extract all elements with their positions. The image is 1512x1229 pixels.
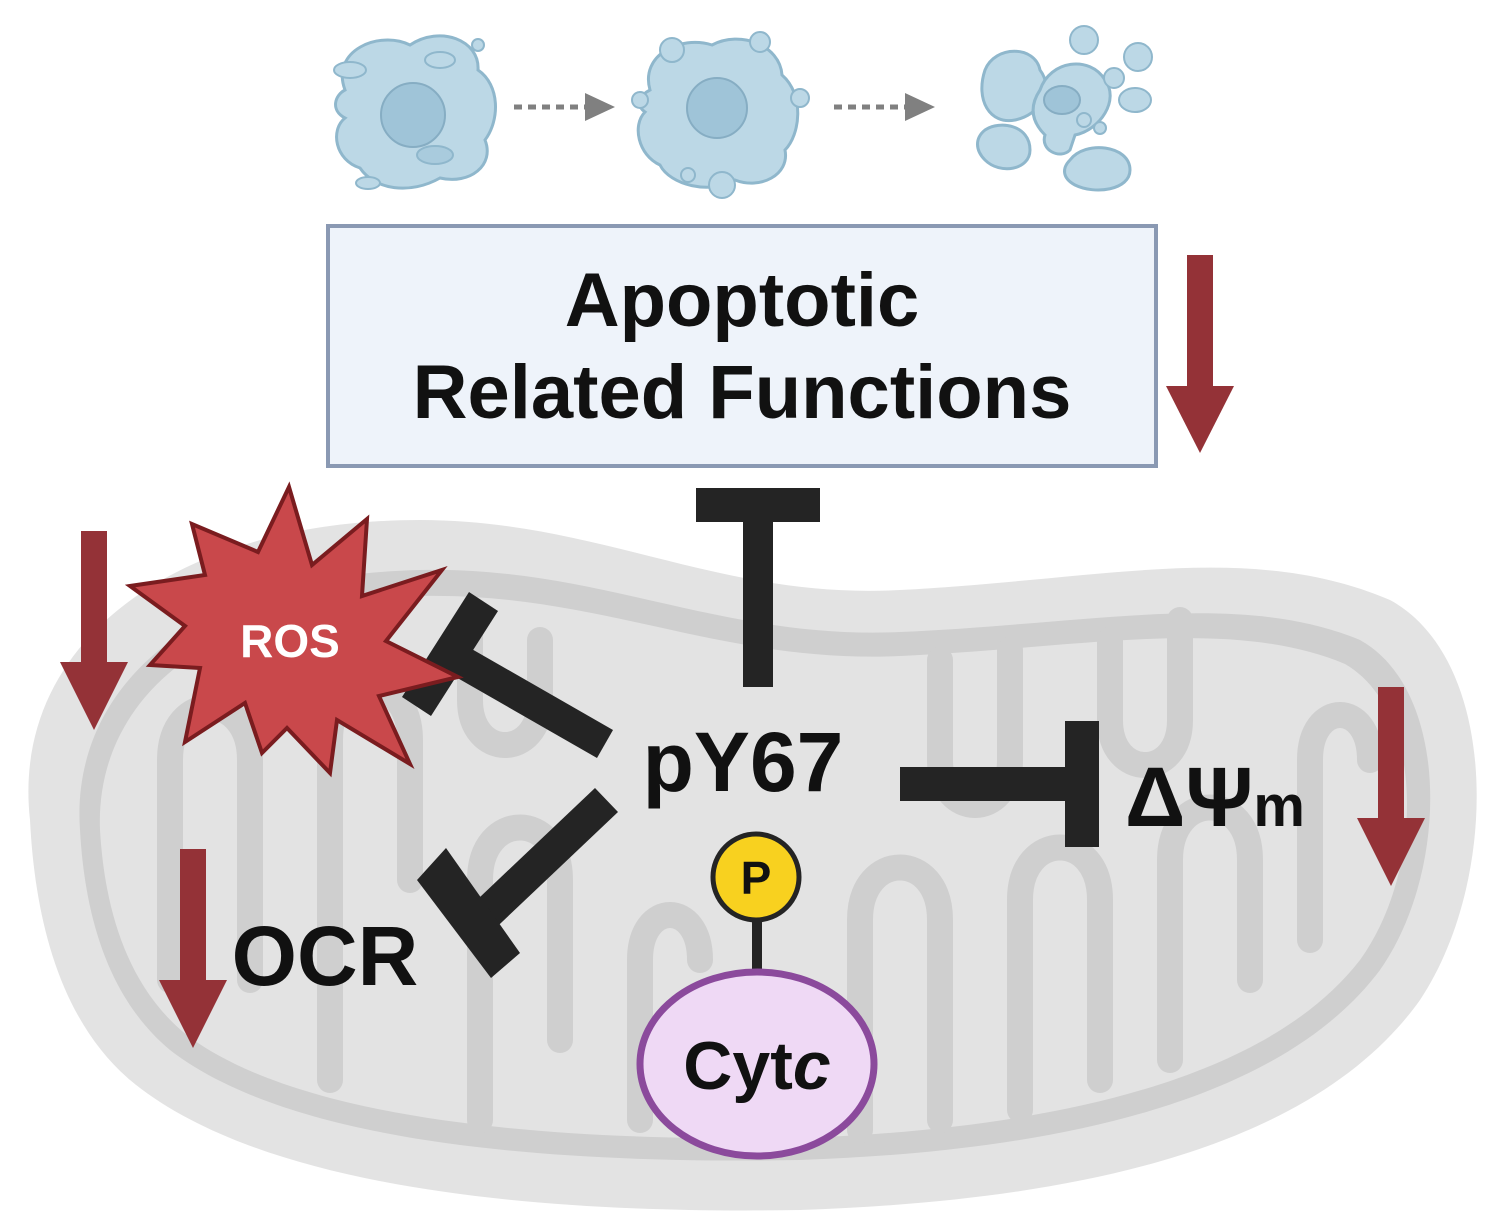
center-label: pY67	[643, 715, 844, 809]
membrane-potential-label: ΔΨm	[1125, 750, 1305, 844]
apoptosis-cell-stage-3-icon	[976, 25, 1153, 192]
membrane-potential-subscript: m	[1253, 774, 1305, 839]
apoptosis-cell-stage-2-icon	[631, 31, 810, 199]
membrane-potential-symbol: ΔΨ	[1125, 750, 1253, 844]
down-arrow-ros	[60, 531, 128, 730]
phosphate-circle	[710, 831, 802, 923]
box-title-line2: Related Functions	[412, 350, 1072, 435]
dotted-arrow-2	[834, 93, 935, 121]
ros-label: ROS	[240, 615, 340, 667]
phospho-label: P	[741, 852, 772, 904]
apoptotic-functions-box	[326, 224, 1158, 468]
cytc-blob	[636, 968, 878, 1160]
ocr-label: OCR	[232, 909, 419, 1003]
cytc-label: Cytc	[683, 1028, 830, 1104]
dotted-arrow-1	[514, 93, 615, 121]
inhibitor-to-ocr	[417, 788, 618, 978]
down-arrow-box	[1166, 255, 1234, 453]
ros-burst-icon	[124, 481, 464, 778]
box-title-line1: Apoptotic	[564, 258, 920, 343]
down-arrow-membrane	[1357, 687, 1425, 886]
inhibitor-to-box	[696, 488, 820, 687]
apoptotic-functions-title: Apoptotic Related Functions	[330, 228, 1154, 466]
apoptosis-cell-stage-1-icon	[333, 34, 497, 190]
inhibitor-to-membrane	[900, 721, 1099, 847]
cytc-label-italic: c	[793, 1028, 831, 1104]
cytc-label-main: Cyt	[683, 1028, 793, 1104]
down-arrow-ocr	[159, 849, 227, 1048]
